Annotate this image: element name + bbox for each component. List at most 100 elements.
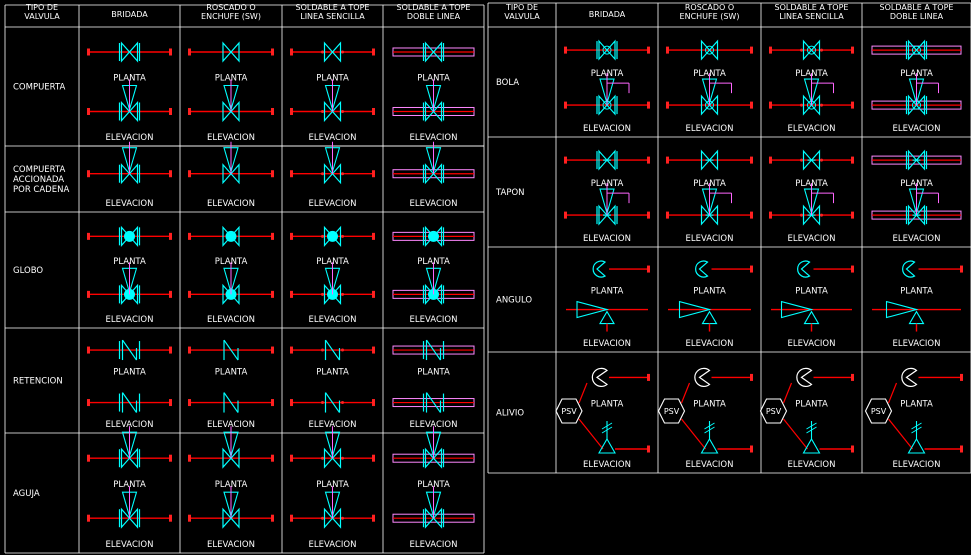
angle-elev-cone	[780, 300, 814, 319]
view-label-elevation: ELEVACION	[106, 133, 154, 143]
view-label-plan: PLANTA	[113, 368, 146, 378]
pipe-end-mark	[271, 290, 274, 298]
pipe-end-mark	[564, 156, 567, 164]
view-label-plan: PLANTA	[417, 74, 450, 84]
symbol-relief-plan	[591, 367, 650, 387]
angle-plan-body	[695, 260, 709, 278]
symbol-angle-elevation	[771, 300, 852, 332]
pipe-end-mark	[851, 265, 854, 273]
symbol-relief-plan	[694, 367, 753, 387]
symbol-gate-elevation	[392, 141, 475, 185]
relief-plan-body	[591, 367, 608, 387]
valve-bowtie	[424, 163, 443, 185]
view-label-elevation: ELEVACION	[583, 124, 631, 134]
view-label-plan: PLANTA	[795, 287, 828, 297]
weld-dot	[321, 348, 324, 352]
symbol-plug-elevation	[769, 183, 854, 226]
valve-ball	[327, 230, 338, 242]
symbol-gate-plan	[188, 41, 274, 63]
view-label-elevation: ELEVACION	[207, 199, 255, 209]
valve-bowtie	[323, 163, 342, 185]
valve-bowtie	[424, 100, 443, 123]
left-header-col-0: BRIDADA	[111, 10, 148, 19]
valve-bowtie	[120, 507, 139, 529]
symbol-needle-elevation	[290, 486, 375, 529]
left-row-name: COMPUERTA	[13, 83, 65, 93]
pipe-end-mark	[750, 373, 753, 381]
pipe-end-mark	[372, 232, 375, 240]
symbol-angle-elevation	[566, 300, 648, 332]
symbol-globe-elevation	[392, 262, 475, 305]
angle-plan-body	[592, 260, 607, 278]
right-header-col-1: ENCHUFE (SW)	[680, 12, 740, 21]
pipe-end-mark	[666, 46, 669, 54]
weld-dot	[341, 516, 344, 520]
symbol-gate-elevation	[87, 79, 172, 123]
symbol-globe-plan	[290, 225, 375, 247]
pipe-end-mark	[290, 454, 293, 462]
valve-bowtie	[323, 447, 342, 469]
pipe-end-mark	[769, 101, 772, 109]
weld-dot	[321, 456, 324, 460]
pipe-end-mark	[290, 170, 293, 178]
valve-bowtie	[907, 204, 926, 226]
symbol-needle-elevation	[87, 486, 172, 529]
weld-dot	[341, 50, 344, 54]
pipe-end-mark	[960, 445, 963, 453]
symbol-ball-elevation	[871, 73, 962, 116]
symbol-globe-plan	[188, 225, 274, 247]
weld-dot	[341, 456, 344, 460]
weld-dot	[800, 103, 803, 107]
right-header-col-1: ROSCADO O	[685, 3, 734, 12]
view-label-elevation: ELEVACION	[686, 124, 734, 134]
weld-dot	[800, 48, 803, 52]
angle-elev-lower	[908, 310, 925, 325]
valve-ball	[602, 45, 612, 55]
symbol-globe-elevation	[188, 262, 274, 305]
relief-spring	[806, 422, 817, 430]
weld-dot	[341, 401, 344, 405]
view-label-plan: PLANTA	[113, 257, 146, 267]
symbol-globe-plan	[87, 225, 172, 247]
symbol-gate-elevation	[87, 141, 172, 185]
symbol-relief-elevation: PSV	[657, 382, 753, 454]
valve-bowtie	[222, 41, 240, 63]
psv-label: PSV	[561, 407, 577, 416]
view-label-elevation: ELEVACION	[788, 339, 836, 349]
symbol-relief-elevation: PSV	[555, 382, 650, 454]
view-label-elevation: ELEVACION	[309, 133, 357, 143]
psv-leader	[578, 382, 588, 404]
valve-ball	[225, 230, 237, 242]
valve-bowtie	[120, 100, 139, 123]
pipe-end-mark	[290, 346, 293, 354]
symbol-ball-plan	[666, 39, 753, 61]
left-row-name: RETENCION	[13, 377, 63, 387]
symbol-check-elevation	[188, 392, 274, 413]
pipe-end-mark	[169, 290, 172, 298]
pipe-end-mark	[271, 346, 274, 354]
pipe-end-mark	[851, 46, 854, 54]
pipe-end-mark	[169, 399, 172, 407]
relief-spring	[704, 426, 715, 434]
psv-leader	[680, 382, 691, 404]
weld-dot	[321, 292, 324, 296]
left-row-name: ACCIONADA	[13, 175, 64, 185]
symbol-angle-plan	[797, 260, 854, 278]
view-label-elevation: ELEVACION	[686, 460, 734, 470]
view-label-elevation: ELEVACION	[893, 234, 941, 244]
pipe-end-mark	[271, 514, 274, 522]
symbol-angle-plan	[902, 260, 963, 278]
view-label-elevation: ELEVACION	[106, 315, 154, 325]
psv-label: PSV	[871, 407, 887, 416]
valve-bowtie	[598, 149, 616, 171]
symbol-plug-plan	[564, 149, 650, 171]
pipe-end-mark	[851, 156, 854, 164]
angle-elev-lower	[701, 310, 718, 325]
symbol-globe-plan	[392, 225, 475, 247]
weld-dot	[800, 213, 803, 217]
view-label-elevation: ELEVACION	[207, 133, 255, 143]
relief-elev-cone	[700, 437, 719, 454]
pipe-end-mark	[750, 101, 753, 109]
symbol-gate-elevation	[188, 79, 274, 123]
valve-ball	[428, 230, 439, 242]
